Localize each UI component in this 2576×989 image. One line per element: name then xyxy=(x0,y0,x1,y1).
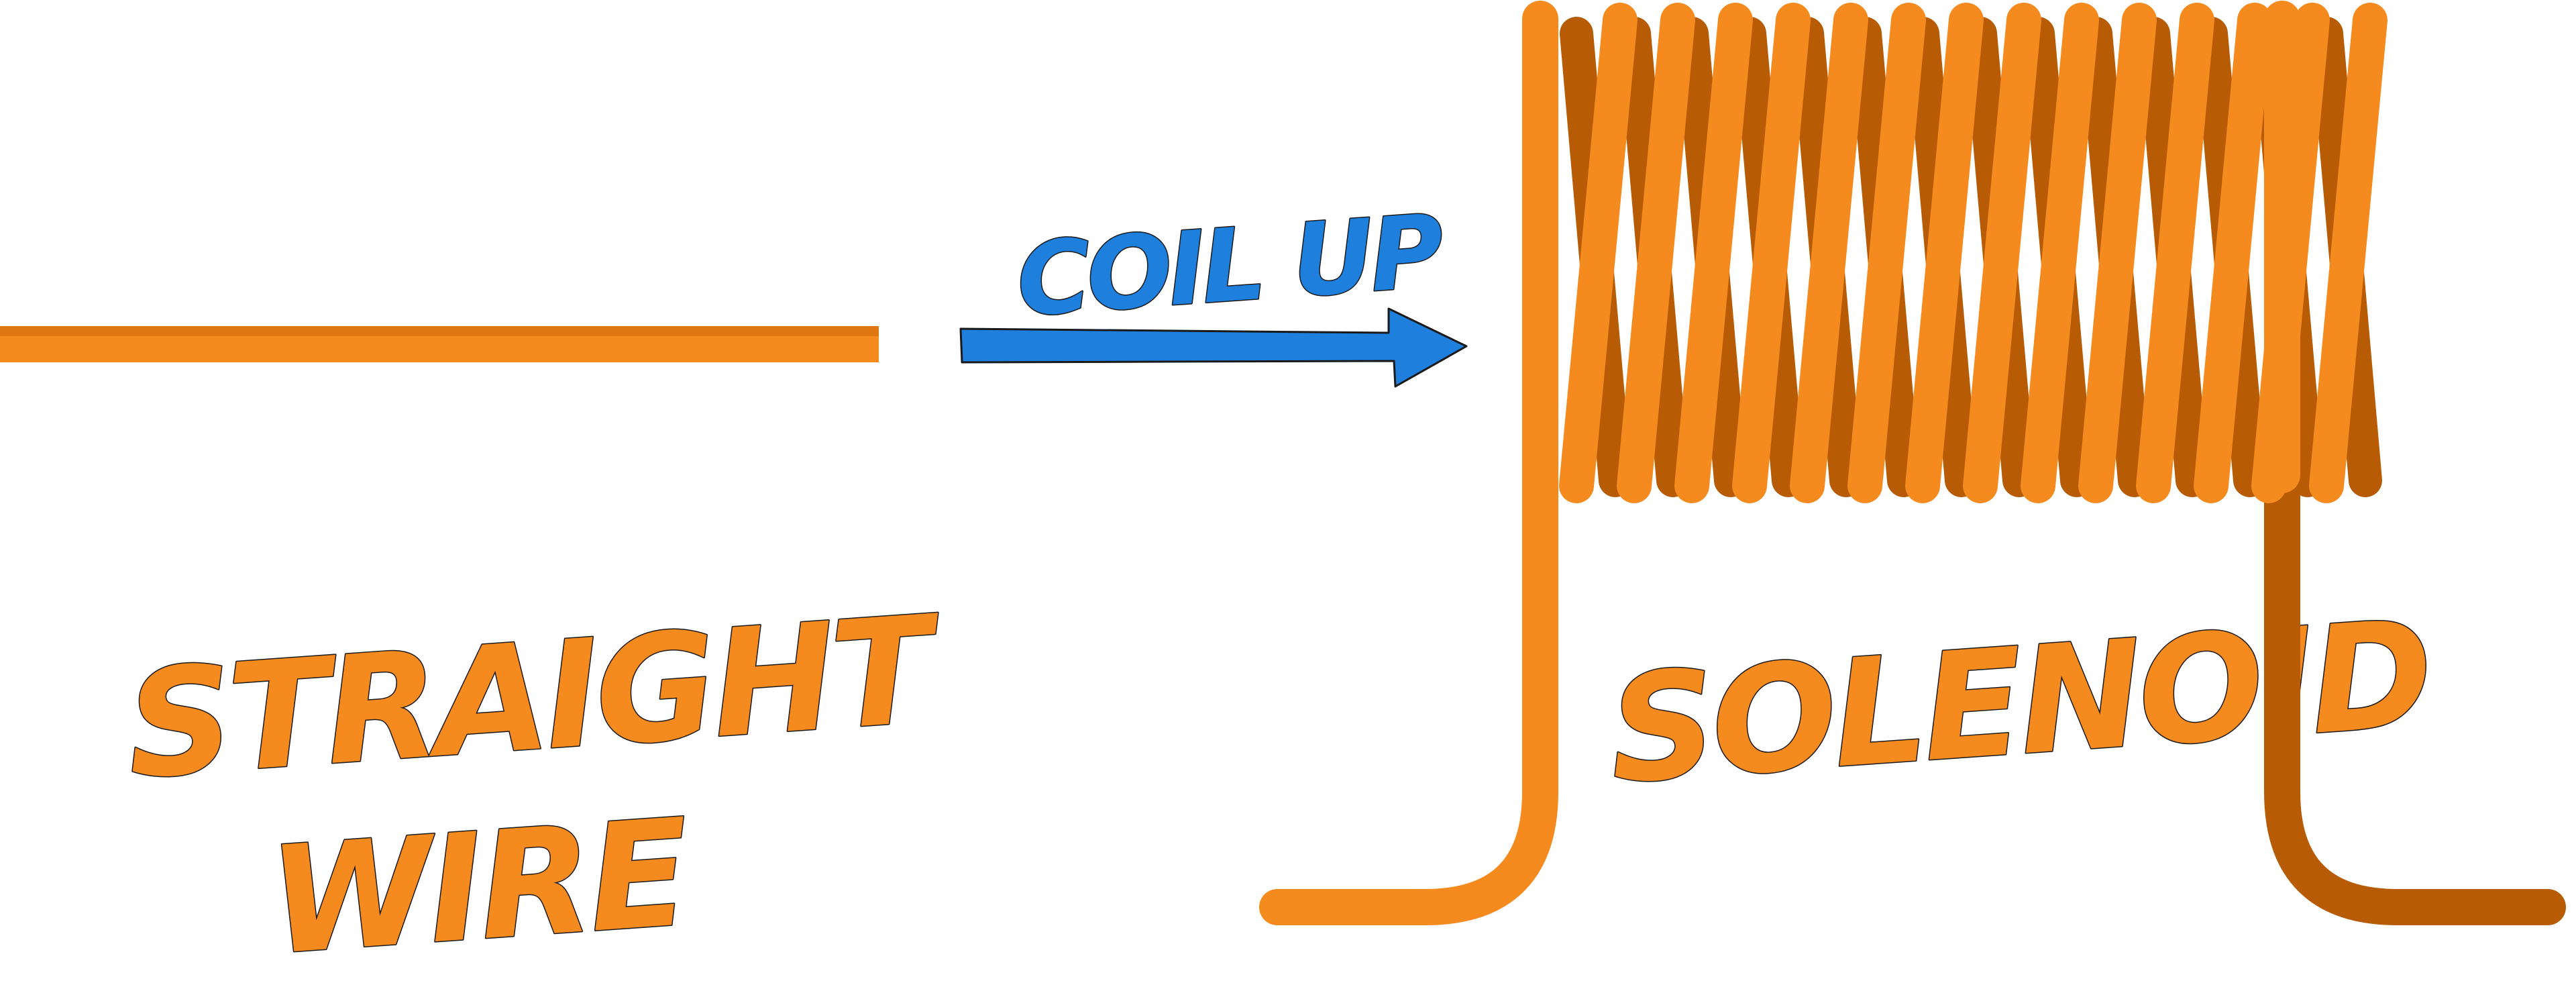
coil-front-turn xyxy=(1963,3,2041,503)
coil-front-turn xyxy=(2021,3,2099,503)
coil-up-arrow xyxy=(959,307,1468,388)
solenoid-left-lead xyxy=(1259,1,1558,925)
coil-front-turn xyxy=(1674,3,1753,503)
coil-front-turn xyxy=(2136,3,2214,503)
coil-front-turn xyxy=(2194,3,2272,503)
coil-front-turn xyxy=(1905,3,1984,503)
coil-front-turns xyxy=(1559,3,2387,503)
coil-front-turn xyxy=(1617,3,1695,503)
coil-front-turn xyxy=(1559,3,1638,503)
solenoid-right-lead xyxy=(2264,452,2566,925)
straight-label-line2: WIRE xyxy=(264,787,694,988)
solenoid-label: SOLENOID xyxy=(1604,588,2434,817)
coil-front-turn xyxy=(1790,3,1868,503)
straight-wire-stripe xyxy=(0,326,879,336)
coil-front-turn xyxy=(1847,3,1926,503)
coil-front-turn xyxy=(1732,3,1811,503)
straight-wire xyxy=(0,326,879,362)
coil-front-turn xyxy=(2309,3,2387,503)
straight-label-line1: STRAIGHT xyxy=(121,584,949,812)
arrow-label: COIL UP xyxy=(1013,193,1446,340)
solenoid xyxy=(1259,1,2566,925)
coil-front-turn xyxy=(2078,3,2157,503)
